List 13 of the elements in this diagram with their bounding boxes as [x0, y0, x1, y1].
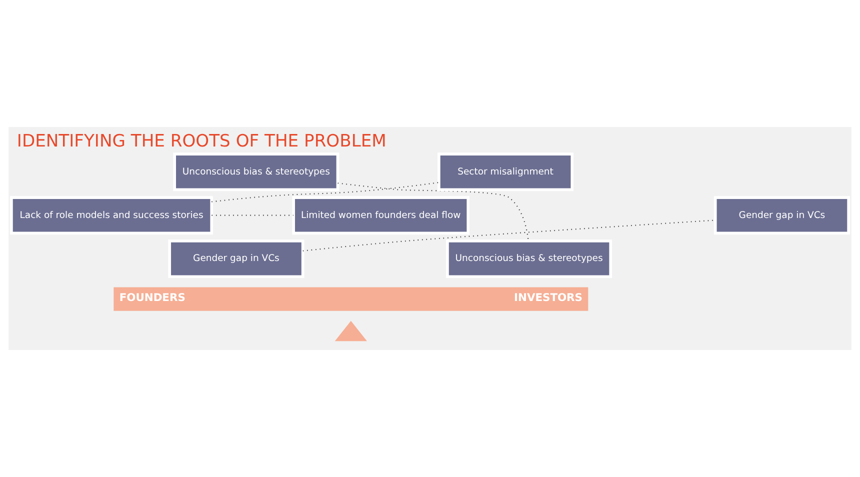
node-box: Gender gap in VCs — [714, 196, 850, 235]
node-box: Unconscious bias & stereotypes — [173, 152, 340, 192]
node-box: Lack of role models and success stories — [10, 196, 214, 235]
diagram-title: IDENTIFYING THE ROOTS OF THE PROBLEM — [16, 131, 386, 152]
connector — [338, 182, 529, 241]
node-box: Unconscious bias & stereotypes — [446, 240, 612, 278]
connector — [212, 182, 439, 202]
connector — [302, 220, 716, 252]
node-box: Gender gap in VCs — [168, 240, 304, 278]
node-box: Sector misalignment — [437, 152, 574, 192]
node-triangle — [334, 320, 367, 342]
node-box: FOUNDERS INVESTORS — [114, 287, 588, 311]
node-box: Limited women founders deal flow — [292, 196, 470, 235]
